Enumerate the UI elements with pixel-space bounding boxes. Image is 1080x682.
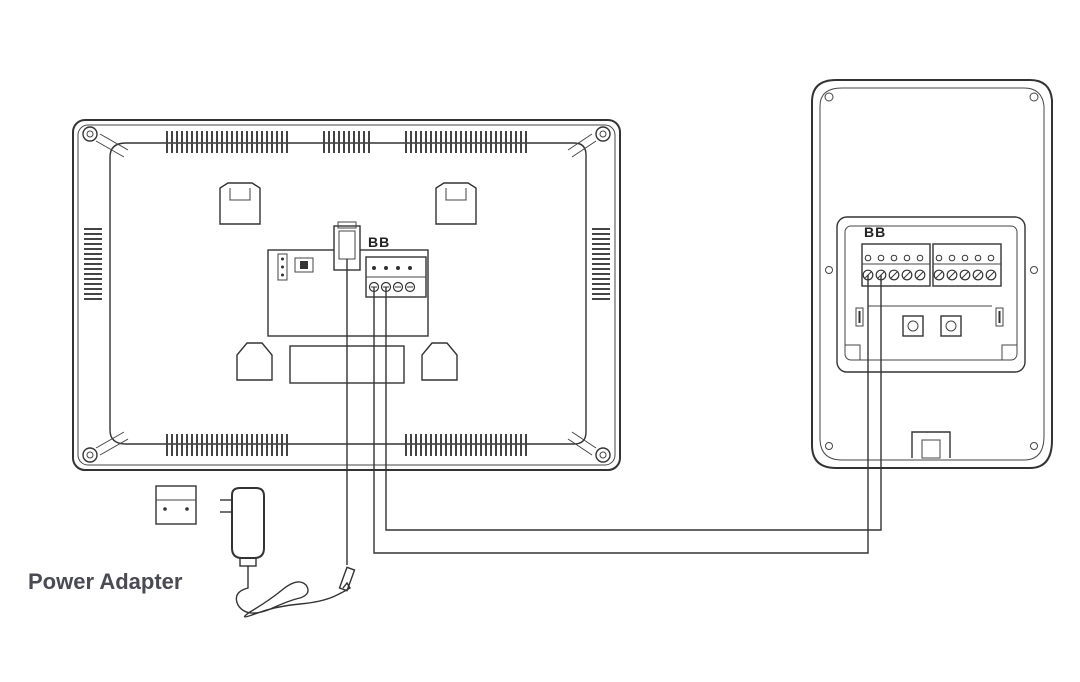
monitor-terminal-block (365, 256, 427, 298)
mount-boss-right (421, 342, 458, 381)
screw-icon (825, 442, 833, 450)
screw-icon (1030, 266, 1038, 274)
screw-icon (825, 266, 833, 274)
power-adapter-label: Power Adapter (28, 569, 183, 594)
dip-jumper (277, 253, 314, 281)
screw-icon (595, 126, 611, 142)
adjust-knob-icon (940, 315, 962, 337)
wall-bracket (155, 485, 197, 525)
power-adapter: Power Adapter (28, 485, 356, 618)
wire-b2 (385, 275, 882, 531)
wire-b1 (373, 275, 869, 554)
power-adapter-icon (220, 487, 356, 618)
mounting-hook-right (435, 182, 477, 225)
mount-boss-left (236, 342, 273, 381)
screw-icon (1029, 92, 1039, 102)
outdoor-station: BB (811, 79, 1053, 469)
jumper-right (995, 307, 1004, 327)
screw-icon (1030, 442, 1038, 450)
monitor-terminal-label: BB (368, 234, 390, 250)
screw-icon (824, 92, 834, 102)
mounting-hook-left (219, 182, 261, 225)
terminal-recess (836, 216, 1026, 373)
screw-icon (82, 447, 98, 463)
wiring (346, 259, 882, 565)
screw-icon (595, 447, 611, 463)
bottom-screw-slot (911, 431, 951, 459)
adjust-knob-icon (902, 315, 924, 337)
vent-slots (84, 131, 610, 456)
outdoor-terminal-label: BB (864, 224, 886, 240)
screw-icon (82, 126, 98, 142)
jumper-left (855, 307, 864, 327)
